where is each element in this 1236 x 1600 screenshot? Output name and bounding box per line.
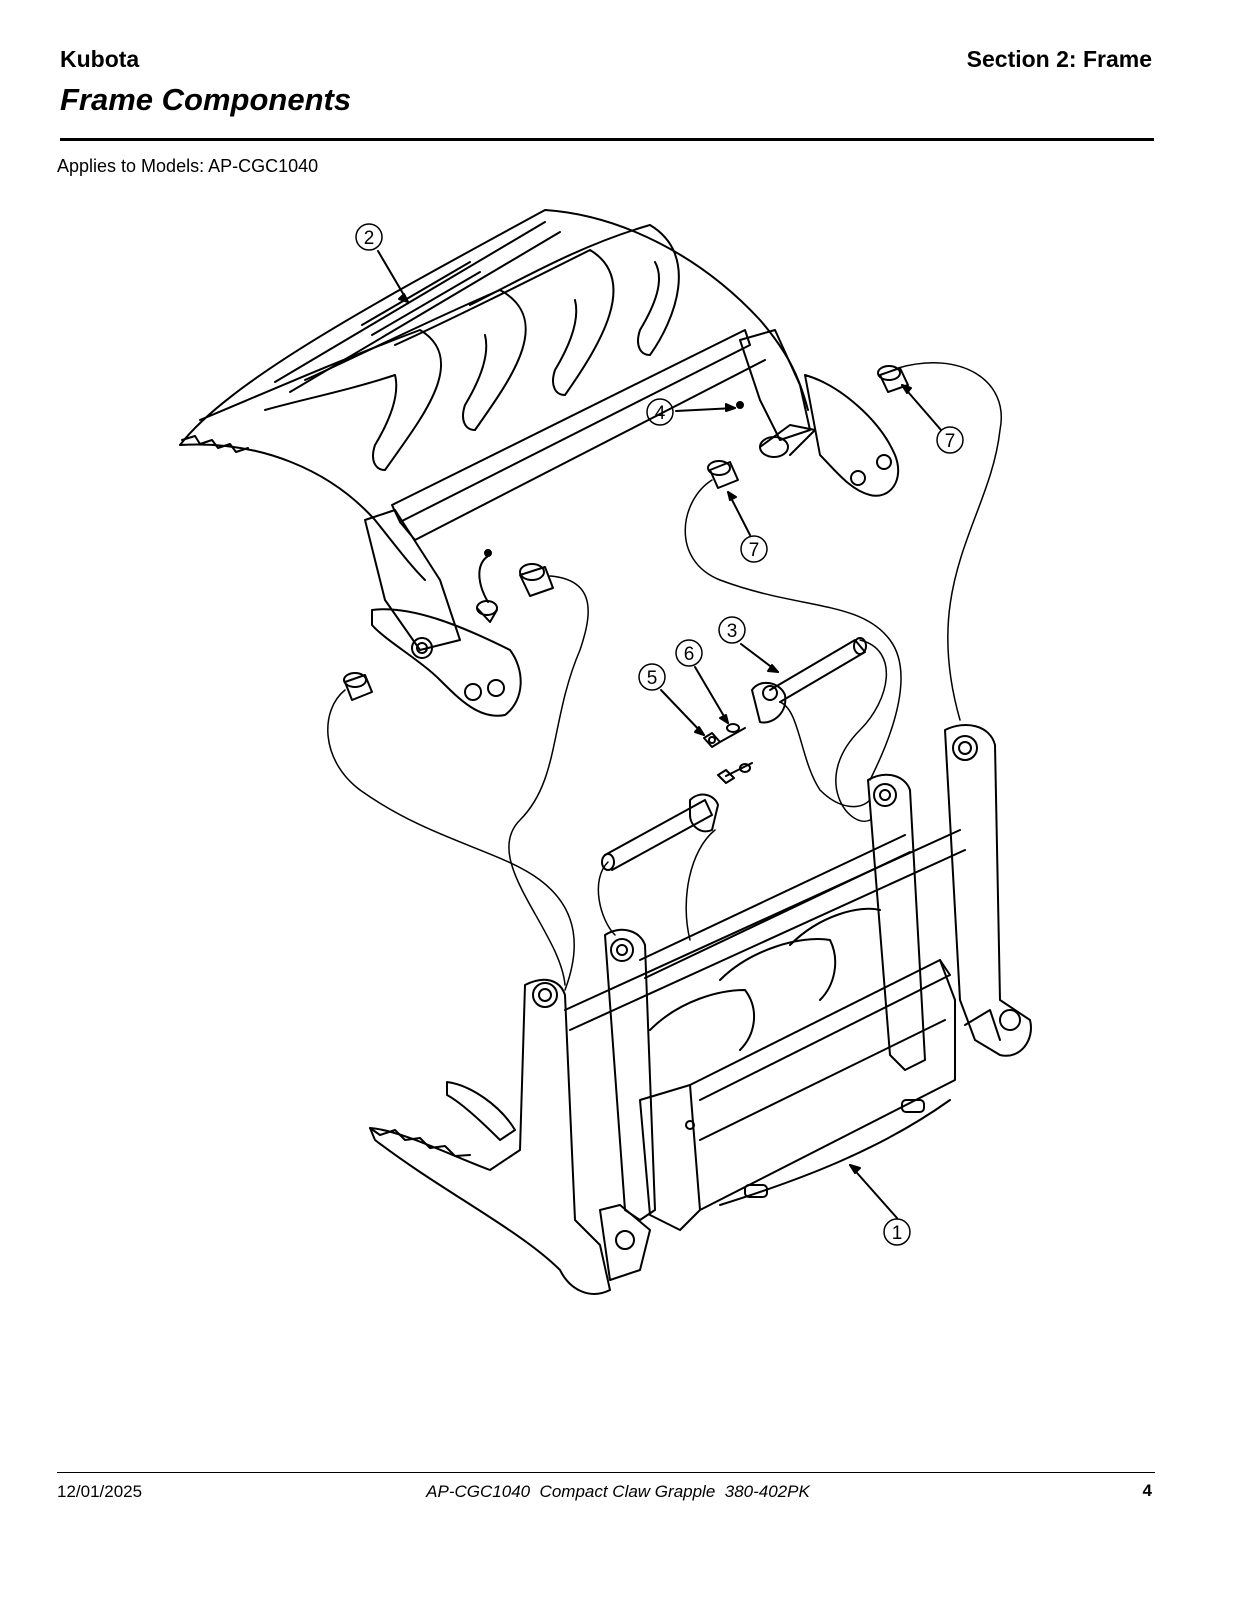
callout-4: 4 (646, 398, 736, 426)
footer-document-title: AP-CGC1040 Compact Claw Grapple 380-402P… (426, 1482, 810, 1501)
callout-7b-label: 7 (749, 540, 760, 561)
brand-name: Kubota (60, 46, 140, 72)
callout-3: 3 (718, 616, 779, 673)
callout-3-label: 3 (727, 621, 738, 642)
upper-grapple-assembly (179, 209, 900, 717)
callout-6-label: 6 (684, 644, 695, 665)
loose-parts (343, 365, 909, 871)
callout-6: 6 (675, 639, 729, 724)
callout-1: 1 (849, 1164, 911, 1246)
footer-rule (57, 1472, 1155, 1473)
callout-5: 5 (638, 663, 705, 736)
assembly-lines (327, 362, 1002, 991)
lower-frame-assembly (369, 724, 1032, 1295)
footer-date: 12/01/2025 (57, 1482, 143, 1501)
applies-to-models: Applies to Models: AP-CGC1040 (57, 156, 319, 176)
callout-5-label: 5 (647, 668, 658, 689)
callout-7b: 7 (727, 491, 768, 563)
header-rule (60, 138, 1154, 141)
page-number: 4 (1142, 1481, 1152, 1500)
callout-7a-label: 7 (945, 431, 956, 452)
callout-2: 2 (355, 223, 409, 303)
callout-7a: 7 (901, 384, 964, 454)
section-title: Section 2: Frame (966, 46, 1152, 72)
callout-1-label: 1 (892, 1223, 903, 1244)
exploded-parts-drawing: 1 2 3 4 5 6 7 7 (179, 209, 1032, 1295)
callout-4-label: 4 (655, 403, 666, 424)
callout-2-label: 2 (364, 228, 375, 249)
page-title: Frame Components (60, 82, 352, 117)
